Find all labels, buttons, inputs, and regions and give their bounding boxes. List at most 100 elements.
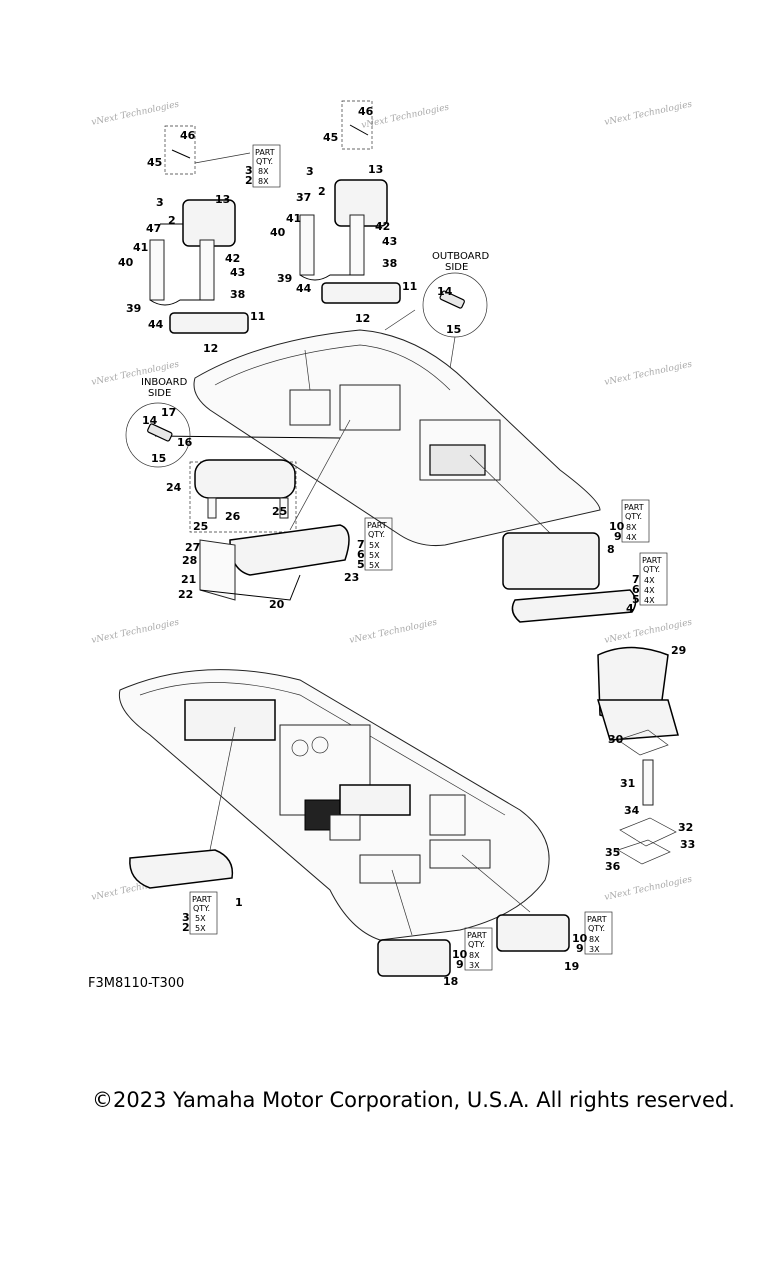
qty-table-border	[464, 927, 493, 971]
qty-head: PART	[624, 503, 644, 512]
qty-value: 8X	[626, 523, 637, 532]
qty-value: 5X	[195, 924, 206, 933]
qty-value: 8X	[589, 935, 600, 944]
qty-head: QTY.	[193, 904, 210, 913]
qty-part: 3	[182, 911, 190, 924]
qty-table-border	[639, 552, 668, 606]
outboard-label: SIDE	[445, 262, 468, 273]
qty-value: 8X	[469, 951, 480, 960]
pedestal-seat-assembly: 29 30 31 34 32 33 35 36	[596, 644, 695, 873]
callout: 33	[680, 838, 695, 851]
callout: 43	[382, 235, 397, 248]
cushion-19	[496, 914, 570, 952]
callouts-top: 46 45 3 2 13 47 41 40 42 43 38 39 44 11 …	[118, 105, 417, 355]
qty-table-border	[252, 144, 281, 188]
watermark: vNext Technologies	[604, 99, 694, 127]
plate-30	[617, 729, 669, 756]
qty-table-border	[189, 891, 218, 935]
callout: 43	[230, 266, 245, 279]
gauge-icon	[291, 739, 309, 757]
callout: 14	[437, 285, 453, 298]
callout: 11	[402, 280, 417, 293]
bench-assembly: 24 25 26 25 27 28 21 22 20 23	[166, 459, 359, 611]
boat-upper	[154, 309, 601, 546]
callout: 1	[235, 896, 243, 909]
leader	[304, 349, 311, 391]
gauge-icon	[311, 736, 329, 754]
callout: 13	[368, 163, 383, 176]
callout: 16	[177, 436, 193, 449]
callout: 42	[375, 220, 390, 233]
grab-handle	[147, 423, 173, 442]
bench-rail	[199, 574, 301, 601]
qty-value: 8X	[258, 177, 269, 186]
callout: 25	[193, 520, 208, 533]
callout: 45	[323, 131, 338, 144]
callout: 19	[564, 960, 579, 973]
qty-head: PART	[642, 556, 662, 565]
callout: 26	[225, 510, 241, 523]
bracket-left	[299, 214, 315, 276]
qty-value: 4X	[626, 533, 637, 542]
base-33	[619, 817, 677, 847]
seat-cushion-small	[321, 282, 401, 304]
qty-part: 6	[632, 583, 640, 596]
cushions-right: 8 4	[502, 532, 637, 623]
callout: 36	[605, 860, 621, 873]
callout: 12	[203, 342, 218, 355]
seat-back	[339, 384, 401, 431]
qty-value: 4X	[644, 586, 655, 595]
detail-circle	[125, 402, 191, 468]
backrest-panel	[329, 814, 361, 841]
console-cushion	[429, 444, 486, 476]
qty-head: PART	[467, 931, 487, 940]
bracket-right	[199, 239, 215, 301]
bow-cushion	[184, 699, 276, 741]
qty-part: 10	[452, 948, 468, 961]
leader	[469, 454, 553, 536]
qty-head: PART	[192, 895, 212, 904]
callout: 38	[382, 257, 397, 270]
cushion-4	[511, 589, 637, 623]
cushion-1	[129, 849, 234, 889]
cushions-bottom: 18 19	[377, 914, 579, 988]
leader	[461, 854, 531, 913]
callout: 22	[178, 588, 193, 601]
callout: 32	[678, 821, 693, 834]
qty-part: 10	[609, 520, 625, 533]
seat-rest	[289, 389, 331, 426]
callout: 3	[306, 165, 314, 178]
leader	[194, 152, 251, 164]
watermark: vNext Technologies	[349, 617, 439, 645]
qty-value: 3X	[589, 945, 600, 954]
callout: 3	[156, 196, 164, 209]
backrest-leg	[279, 497, 289, 519]
qty-table-border	[364, 517, 393, 571]
qty-head: QTY.	[625, 512, 642, 521]
callout: 24	[166, 481, 182, 494]
gunwale	[139, 682, 506, 816]
qty-value: 5X	[369, 541, 380, 550]
qty-part: 7	[357, 538, 365, 551]
inboard-detail: INBOARD SIDE 14 17 16 15	[125, 377, 193, 468]
qty-value: 4X	[644, 596, 655, 605]
callout: 2	[168, 214, 176, 227]
qty-table: PART QTY. 3 5X 2 5X	[182, 891, 218, 935]
callout: 38	[230, 288, 245, 301]
callout: 44	[148, 318, 164, 331]
gunwale	[214, 344, 451, 391]
qty-part: 6	[357, 548, 365, 561]
leader	[154, 435, 341, 439]
inboard-label: SIDE	[148, 388, 171, 399]
backrest-assembly-left	[149, 125, 251, 334]
callout: 11	[250, 310, 265, 323]
callout: 21	[181, 573, 196, 586]
callout: 45	[147, 156, 162, 169]
cushion-1-group: 1	[129, 849, 243, 909]
qty-head: PART	[255, 148, 275, 157]
qty-part: 2	[182, 921, 190, 934]
qty-part: 5	[632, 593, 640, 606]
qty-value: 4X	[644, 576, 655, 585]
leader	[289, 419, 351, 531]
callout: 27	[185, 541, 200, 554]
